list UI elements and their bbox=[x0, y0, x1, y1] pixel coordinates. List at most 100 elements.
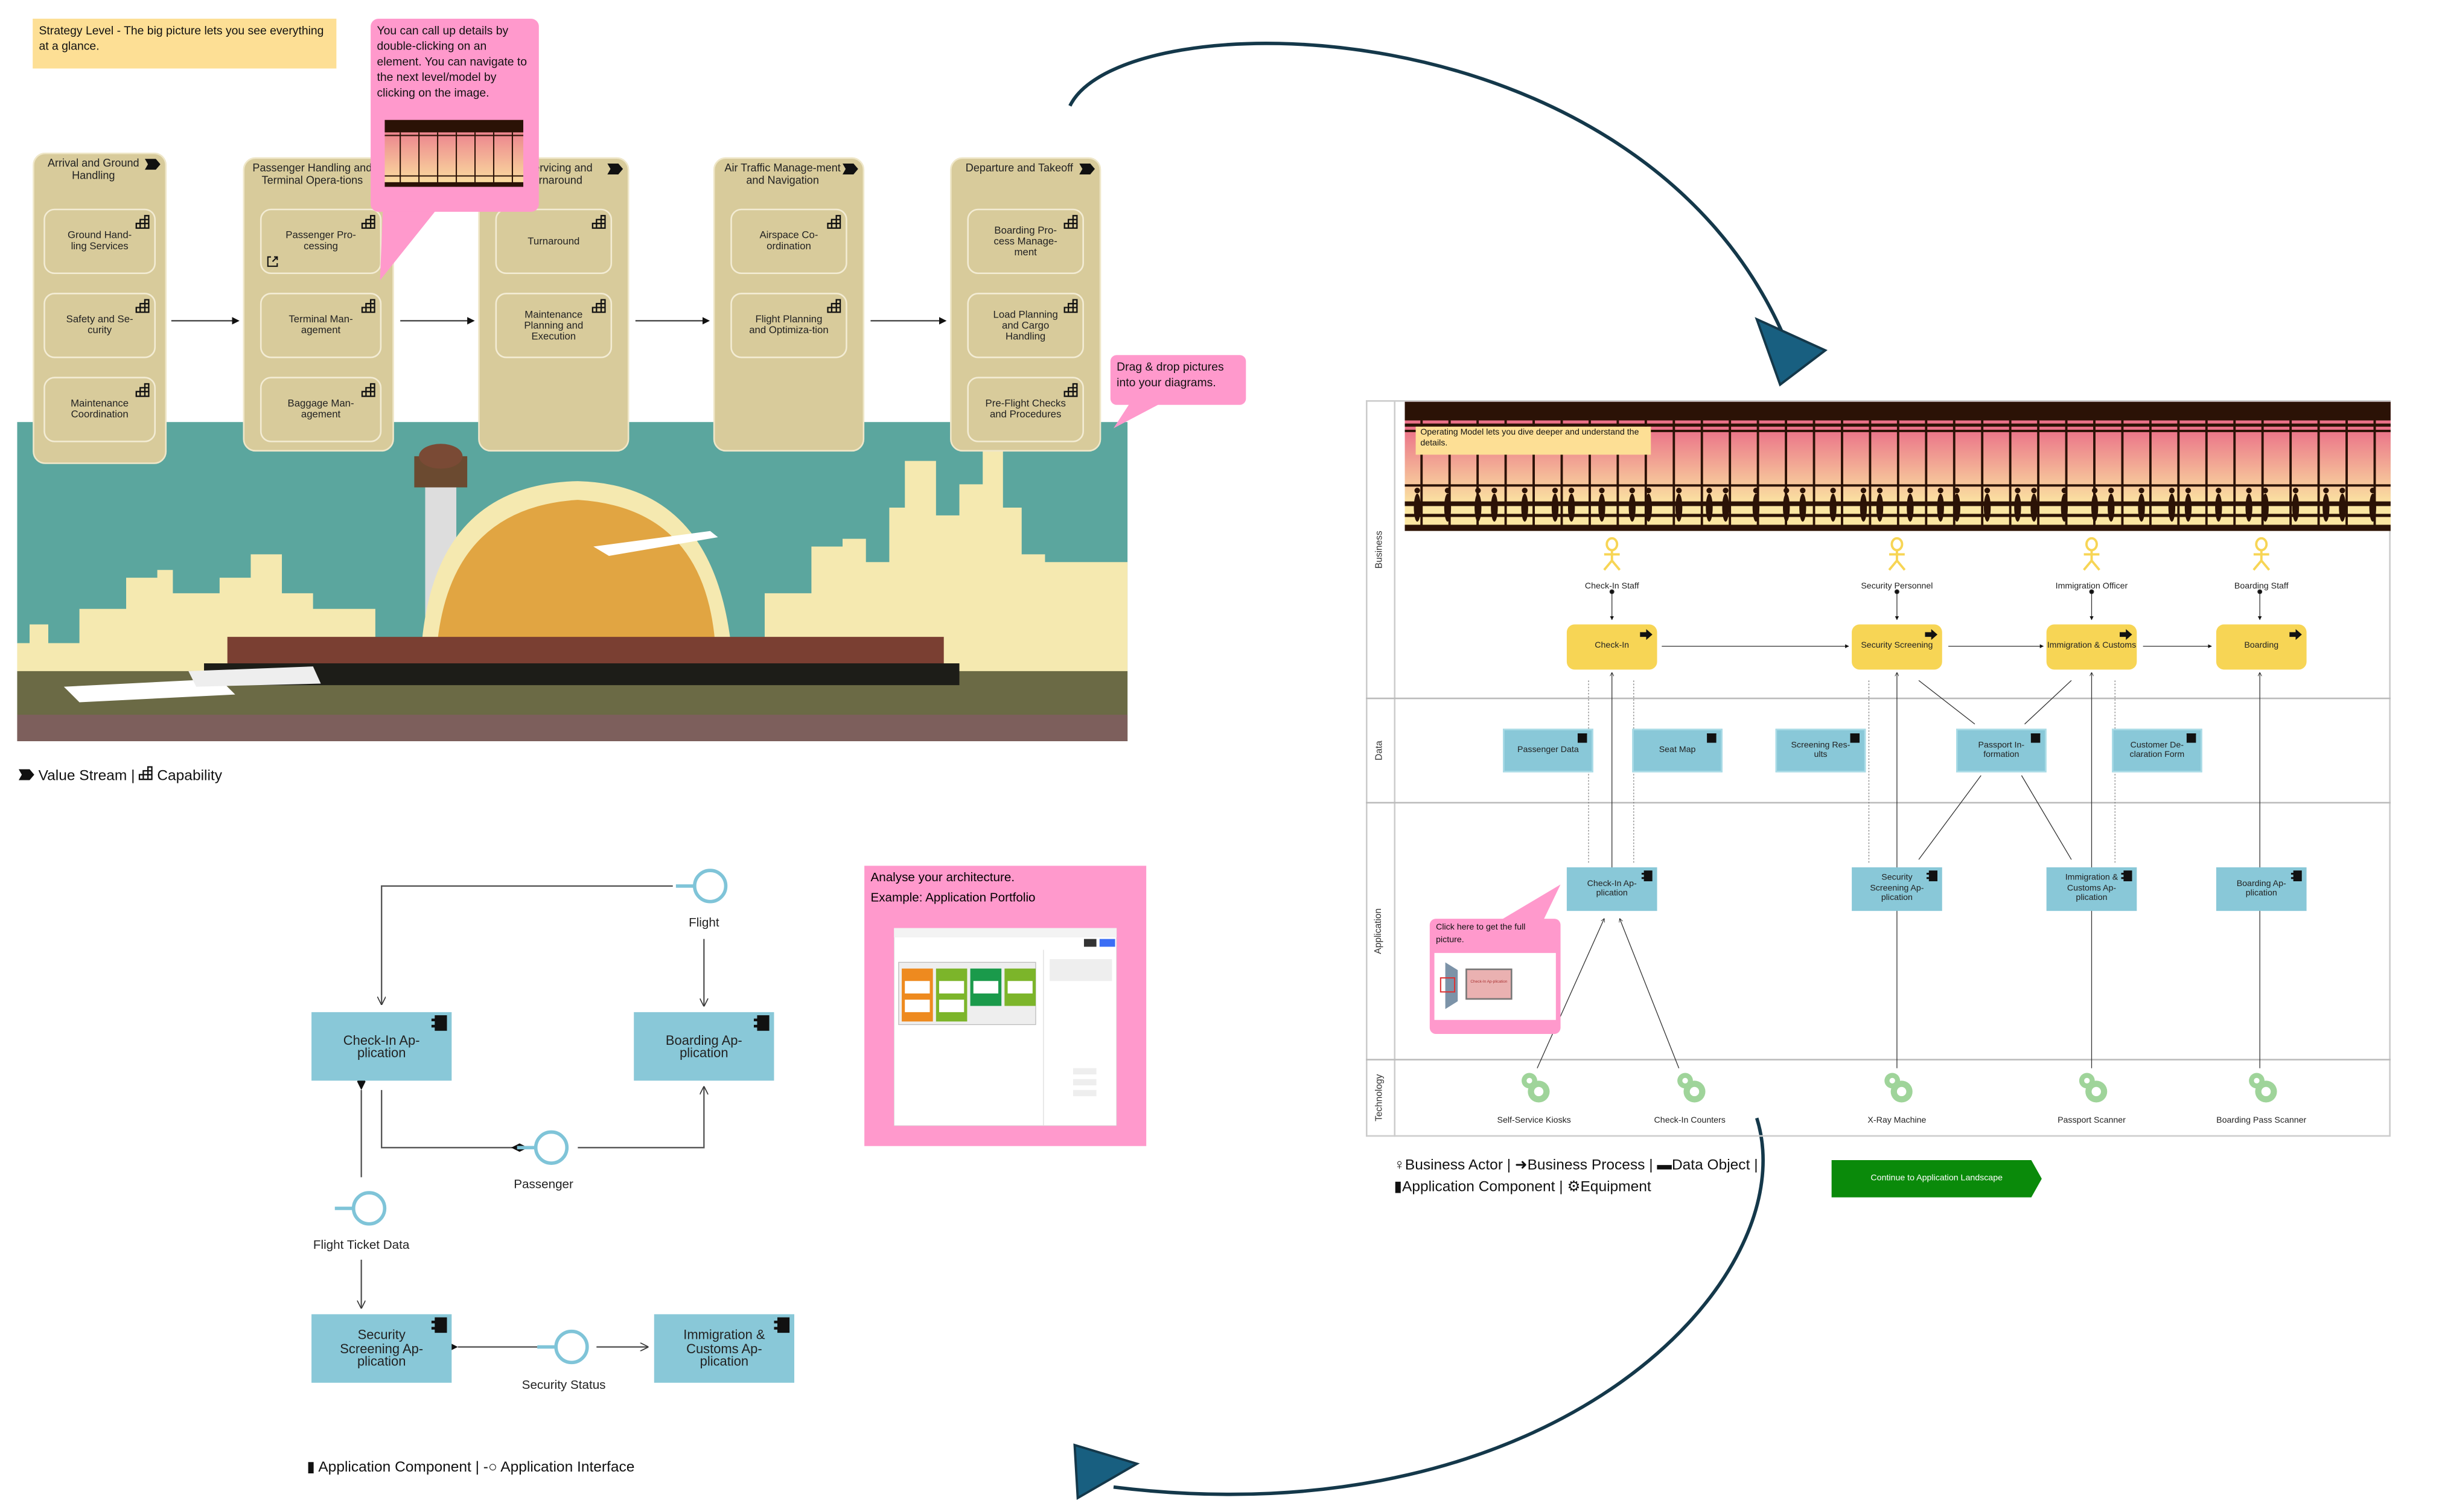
equipment[interactable]: Passport Scanner bbox=[2029, 1068, 2153, 1126]
interface-passenger[interactable]: Passenger bbox=[514, 1177, 573, 1191]
capability-ground-handling[interactable]: Ground Hand-ling Services bbox=[43, 208, 156, 275]
analyse-callout-line2: Example: Application Portfolio bbox=[870, 890, 1036, 905]
element-context-icon bbox=[1439, 962, 1458, 1009]
drag-drop-callout: Drag & drop pictures into your diagrams. bbox=[1110, 355, 1246, 405]
capability-label: Boarding Pro-cess Manage-ment bbox=[993, 225, 1057, 258]
interface-flight-ticket-data[interactable]: Flight Ticket Data bbox=[313, 1237, 410, 1252]
details-callout: You can call up details by double-clicki… bbox=[371, 18, 539, 212]
application-component-label: Security Screening Ap-plication bbox=[340, 1327, 424, 1370]
application-component[interactable]: Immigration & Customs Ap-plication bbox=[654, 1314, 795, 1383]
value-stream-air-traffic[interactable]: Air Traffic Manage-ment and Navigation A… bbox=[713, 157, 865, 452]
data-object[interactable]: Screening Res-ults bbox=[1775, 729, 1866, 773]
business-actor[interactable]: Check-In Staff bbox=[1557, 537, 1666, 592]
business-process-label: Check-In bbox=[1595, 642, 1630, 652]
value-stream-icon bbox=[607, 163, 623, 174]
business-process[interactable]: Boarding bbox=[2216, 624, 2307, 670]
application-component[interactable]: Check-In Ap-plication bbox=[1566, 867, 1657, 911]
capability-boarding-process[interactable]: Boarding Pro-cess Manage-ment bbox=[967, 208, 1084, 275]
interface-security-status[interactable]: Security Status bbox=[521, 1378, 606, 1392]
value-stream-icon bbox=[144, 159, 161, 170]
application-component-icon: ▮ bbox=[1394, 1178, 1402, 1196]
data-object-icon bbox=[2186, 733, 2196, 743]
business-actor-icon bbox=[2252, 537, 2271, 571]
continue-button-label: Continue to Application Landscape bbox=[1870, 1174, 2003, 1184]
interface-flight[interactable]: Flight bbox=[689, 915, 719, 930]
thumbnail-app-component: Check-In Ap-plication bbox=[1465, 968, 1513, 1000]
strategy-note: Strategy Level - The big picture lets yo… bbox=[33, 18, 337, 69]
equipment-label: Self-Service Kiosks bbox=[1497, 1116, 1571, 1126]
business-actor-icon: ♀ bbox=[1394, 1156, 1405, 1175]
equipment[interactable]: Check-In Counters bbox=[1628, 1068, 1752, 1126]
equipment-gear-icon bbox=[1522, 1073, 1550, 1103]
business-process[interactable]: Check-In bbox=[1566, 624, 1657, 670]
capability-safety[interactable]: Safety and Se-curity bbox=[43, 293, 156, 359]
value-stream-departure[interactable]: Departure and Takeoff Boarding Pro-cess … bbox=[950, 157, 1101, 452]
equipment[interactable]: Self-Service Kiosks bbox=[1471, 1068, 1596, 1126]
value-stream-icon bbox=[1079, 163, 1095, 174]
application-component-icon bbox=[2121, 870, 2132, 882]
business-process-icon bbox=[2289, 629, 2302, 640]
application-component[interactable]: Boarding Ap-plication bbox=[2216, 867, 2307, 911]
value-stream-passenger-handling[interactable]: Passenger Handling and Terminal Opera-ti… bbox=[243, 157, 394, 452]
terminal-banner-image[interactable] bbox=[1404, 401, 2391, 531]
capability-maintenance-planning[interactable]: Maintenance Planning and Execution bbox=[495, 293, 613, 359]
data-object-icon: ▬ bbox=[1657, 1156, 1672, 1175]
data-object-label: Seat Map bbox=[1659, 745, 1696, 755]
data-object[interactable]: Customer De-claration Form bbox=[2112, 729, 2202, 773]
business-actor-icon bbox=[1603, 537, 1621, 571]
capability-maintenance-coordination[interactable]: Maintenance Coordination bbox=[43, 377, 156, 442]
capability-turnaround[interactable]: Turnaround bbox=[495, 208, 613, 275]
lane-divider bbox=[1366, 697, 2391, 700]
data-object[interactable]: Passenger Data bbox=[1503, 729, 1593, 773]
equipment-gear-icon bbox=[2079, 1073, 2108, 1103]
application-component[interactable]: Security Screening Ap-plication bbox=[1852, 867, 1942, 911]
application-interface-icon: -○ bbox=[483, 1459, 497, 1476]
application-component-label: Check-In Ap-plication bbox=[1587, 879, 1637, 899]
data-object-label: Passport In-formation bbox=[1978, 740, 2025, 760]
legend-business-process: Business Process | bbox=[1527, 1156, 1653, 1175]
value-stream-arrival[interactable]: Arrival and Ground Handling Ground Hand-… bbox=[33, 152, 167, 464]
application-component-icon bbox=[431, 1015, 447, 1031]
continue-to-application-landscape-button[interactable]: Continue to Application Landscape bbox=[1831, 1160, 2042, 1198]
application-component-label: Check-In Ap-plication bbox=[343, 1032, 420, 1061]
business-actor[interactable]: Immigration Officer bbox=[2037, 537, 2146, 592]
business-process[interactable]: Immigration & Customs bbox=[2046, 624, 2137, 670]
capability-load-planning[interactable]: Load Planning and Cargo Handling bbox=[967, 293, 1084, 359]
application-component[interactable]: Immigration & Customs Ap-plication bbox=[2046, 867, 2137, 911]
terminal-thumbnail-image[interactable] bbox=[384, 120, 524, 187]
equipment-gear-icon bbox=[1677, 1073, 1706, 1103]
capability-flight-planning[interactable]: Flight Planning and Optimiza-tion bbox=[730, 293, 847, 359]
airport-illustration[interactable] bbox=[17, 422, 1128, 741]
application-component-icon bbox=[2291, 870, 2302, 882]
details-callout-text: You can call up details by double-clicki… bbox=[377, 23, 528, 100]
capability-airspace-coordination[interactable]: Airspace Co-ordination bbox=[730, 208, 847, 275]
application-component[interactable]: Boarding Ap-plication bbox=[634, 1012, 774, 1081]
external-link-icon[interactable] bbox=[266, 255, 279, 268]
capability-pre-flight-checks[interactable]: Pre-Flight Checks and Procedures bbox=[967, 377, 1084, 442]
business-actor[interactable]: Boarding Staff bbox=[2207, 537, 2316, 592]
application-component[interactable]: Check-In Ap-plication bbox=[311, 1012, 452, 1081]
strategy-legend: Value Stream | Capability bbox=[18, 766, 222, 785]
application-component[interactable]: Security Screening Ap-plication bbox=[311, 1314, 452, 1383]
capability-passenger-processing[interactable]: Passenger Pro-cessing bbox=[260, 208, 382, 275]
equipment[interactable]: X-Ray Machine bbox=[1835, 1068, 1959, 1126]
legend-equipment: Equipment bbox=[1580, 1178, 1651, 1196]
data-object[interactable]: Seat Map bbox=[1632, 729, 1723, 773]
full-picture-thumbnail[interactable]: Check-In Ap-plication bbox=[1434, 952, 1556, 1020]
application-component-label: Boarding Ap-plication bbox=[2236, 879, 2286, 899]
application-component-icon bbox=[753, 1015, 770, 1031]
capability-label: Baggage Man-agement bbox=[287, 398, 354, 421]
legend-value-stream: Value Stream bbox=[38, 767, 127, 785]
business-process[interactable]: Security Screening bbox=[1852, 624, 1942, 670]
capability-label: Maintenance Coordination bbox=[71, 398, 129, 421]
capability-label: Passenger Pro-cessing bbox=[285, 230, 356, 252]
capability-icon bbox=[361, 215, 375, 229]
data-object[interactable]: Passport In-formation bbox=[1956, 729, 2047, 773]
equipment[interactable]: Boarding Pass Scanner bbox=[2199, 1068, 2324, 1126]
equipment-label: Check-In Counters bbox=[1654, 1116, 1726, 1126]
capability-terminal-management[interactable]: Terminal Man-agement bbox=[260, 293, 382, 359]
application-portfolio-thumbnail[interactable] bbox=[894, 928, 1117, 1126]
capability-baggage-management[interactable]: Baggage Man-agement bbox=[260, 377, 382, 442]
business-actor[interactable]: Security Personnel bbox=[1843, 537, 1952, 592]
